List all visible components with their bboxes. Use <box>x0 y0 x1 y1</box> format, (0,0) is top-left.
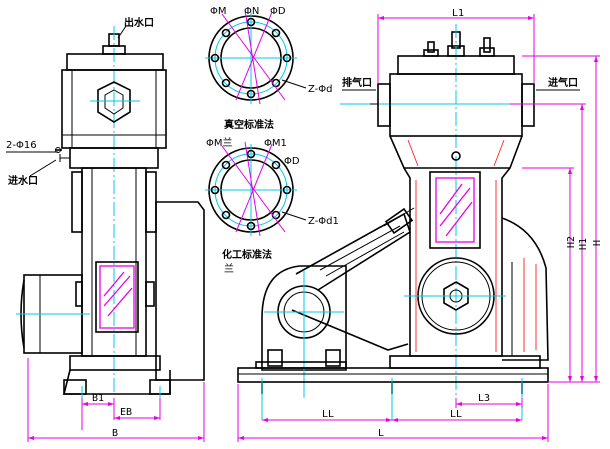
dim-l3: L3 <box>478 393 490 404</box>
front-dimensions: B1 EB B <box>27 358 205 442</box>
dim-b1: B1 <box>92 393 104 404</box>
front-view <box>16 26 205 398</box>
label-intake: 进气口 <box>548 76 578 89</box>
label-water-in: 进水口 <box>8 174 38 187</box>
dim-eb: EB <box>120 407 132 418</box>
label-chem-std-tail: 兰 <box>224 262 234 275</box>
dim-l: L <box>378 428 384 439</box>
dim-ll-left: LL <box>322 409 334 420</box>
side-dimensions: L1 H H1 H2 L3 LL LL <box>237 8 603 442</box>
dim-b: B <box>112 428 118 439</box>
flange-label-d2: ΦD <box>284 156 300 167</box>
label-exhaust: 排气口 <box>342 76 372 89</box>
flange-vacuum <box>205 9 307 105</box>
dim-h: H <box>592 240 603 246</box>
front-labels: 出水口 2-Φ16 进水口 <box>6 16 154 187</box>
label-chem-std: 化工标准法 <box>222 248 272 261</box>
label-hole-2x: 2-Φ16 <box>6 140 37 151</box>
dim-h1: H1 <box>578 238 589 250</box>
flange-chemical <box>205 141 307 237</box>
label-vacuum-std: 真空标准法 <box>224 118 274 131</box>
dim-ll-right: LL <box>450 409 462 420</box>
flange-label-d: ΦD <box>270 6 286 17</box>
side-labels: 排气口 进气口 <box>342 76 580 91</box>
flange-chemical-labels: ΦM兰 ΦM1 ΦD Z-Φd1 化工标准法 兰 <box>206 136 339 275</box>
dim-h2: H2 <box>566 236 577 248</box>
flange-label-bolts: Z-Φd <box>308 84 333 95</box>
label-water-out: 出水口 <box>124 16 154 29</box>
dim-l1: L1 <box>452 8 464 19</box>
side-view <box>237 24 560 420</box>
flange-label-m1: ΦM1 <box>264 138 287 149</box>
flange-label-m2: ΦM兰 <box>206 136 233 149</box>
flange-label-n: ΦN <box>244 6 259 17</box>
flange-label-m: ΦM <box>210 6 227 17</box>
flange-vacuum-labels: ΦM ΦN ΦD Z-Φd 真空标准法 <box>210 6 333 131</box>
flange-label-bolts2: Z-Φd1 <box>308 216 339 227</box>
